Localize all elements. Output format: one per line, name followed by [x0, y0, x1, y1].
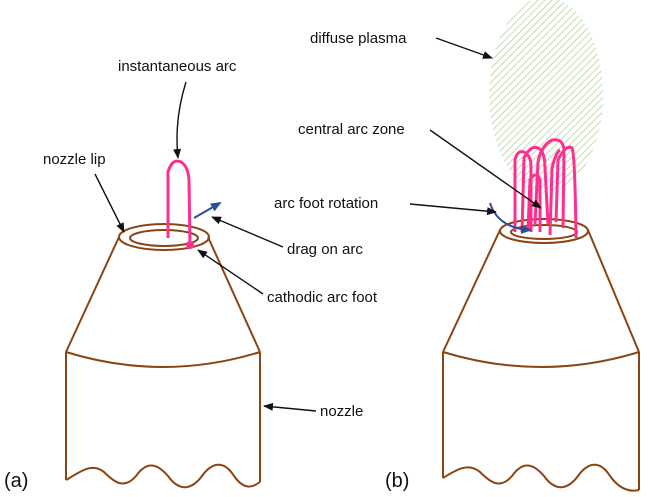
instantaneous-arc: [166, 159, 192, 246]
arrow-icon: [409, 203, 497, 216]
label-cathodic-arc-foot: cathodic arc foot: [267, 289, 378, 306]
drag-arrow-icon: [193, 202, 222, 219]
panel-b: diffuse plasma central arc zone arc foot…: [274, 0, 640, 492]
arc-strand: [526, 173, 542, 232]
arc-strand: [554, 145, 578, 239]
diffuse-plasma: [489, 0, 603, 193]
arrow-icon: [429, 129, 542, 209]
arc-strand: [513, 150, 533, 232]
nozzle-cone-right: [207, 236, 261, 353]
nozzle-lip-outer: [499, 218, 589, 244]
arrow-icon: [211, 216, 284, 248]
nozzle-cut-edge: [442, 463, 640, 492]
central-arc-zone: [513, 138, 578, 239]
cathodic-arc-foot-dot: [186, 241, 194, 249]
arrow-icon: [94, 173, 125, 233]
label-instantaneous-arc: instantaneous arc: [118, 58, 237, 75]
nozzle-cone-base: [442, 351, 640, 368]
arc-strand: [548, 148, 561, 236]
panel-a: instantaneous arc nozzle lip drag on arc…: [4, 58, 378, 492]
arrow-icon: [197, 249, 264, 295]
label-drag-on-arc: drag on arc: [287, 241, 363, 258]
nozzle-cone-base: [65, 351, 261, 368]
rotation-arrow-icon: [489, 202, 532, 234]
nozzle-a: [65, 223, 261, 489]
arrow-icon: [435, 37, 493, 59]
label-nozzle: nozzle: [320, 403, 363, 420]
label-diffuse-plasma: diffuse plasma: [310, 30, 407, 47]
nozzle-lip-inner: [129, 229, 199, 247]
nozzle-cone-right: [587, 229, 640, 353]
nozzle-cut-edge: [65, 463, 261, 489]
label-nozzle-lip: nozzle lip: [43, 151, 106, 168]
arrow-icon: [173, 81, 187, 159]
label-arc-foot-rotation: arc foot rotation: [274, 195, 378, 212]
panel-tag-b: (b): [385, 470, 409, 492]
label-central-arc-zone: central arc zone: [298, 121, 405, 138]
nozzle-lip-outer: [118, 223, 210, 251]
arrow-icon: [263, 402, 317, 412]
arc-strand: [533, 138, 566, 229]
nozzle-cone-left: [65, 236, 120, 353]
nozzle-b: [442, 218, 640, 492]
nozzle-cone-left: [442, 229, 501, 353]
panel-tag-a: (a): [4, 470, 28, 492]
